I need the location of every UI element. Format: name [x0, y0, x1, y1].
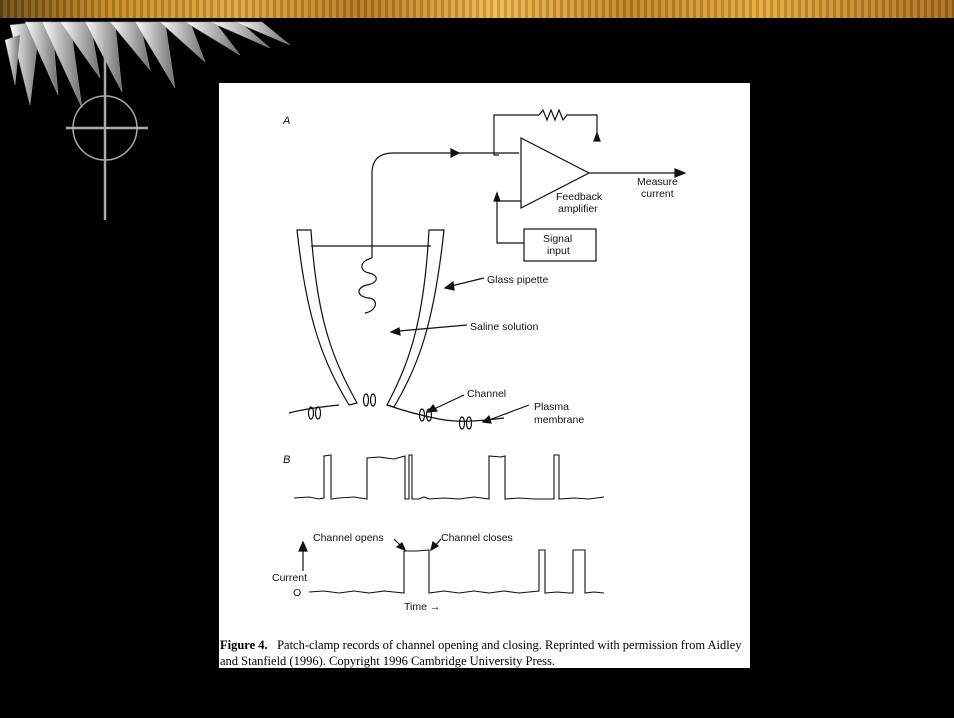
patch-clamp-diagram: A Measure current Feedback amplifier Sig… — [272, 108, 687, 613]
feedback-amplifier-symbol — [520, 137, 591, 209]
channel-label: Channel — [467, 388, 506, 400]
panel-a-letter: A — [282, 115, 290, 127]
current-axis-label: Current — [272, 572, 307, 584]
signal-input-label-line1: Signal — [543, 233, 572, 245]
spiky-leaf-decoration — [4, 21, 291, 220]
figure-panel: A Measure current Feedback amplifier Sig… — [219, 83, 750, 668]
top-decorative-bar — [0, 0, 954, 18]
figure-caption-label: Figure 4. — [220, 638, 268, 652]
figure-caption-text: Patch-clamp records of channel opening a… — [220, 638, 742, 668]
signal-input-label-line2: input — [547, 245, 570, 257]
plasma-membrane-label-line1: Plasma — [534, 401, 569, 413]
plasma-membrane-label-line2: membrane — [534, 414, 584, 426]
panel-b-letter: B — [283, 454, 290, 466]
channel-opens-label: Channel opens — [313, 532, 384, 544]
channel-closes-label: Channel closes — [441, 532, 513, 544]
feedback-amplifier-label-line1: Feedback — [556, 191, 603, 203]
feedback-amplifier-label-line2: amplifier — [558, 203, 598, 215]
time-axis-label: Time → — [404, 601, 440, 613]
glass-pipette-label: Glass pipette — [487, 274, 548, 286]
zero-level-label: O — [293, 587, 301, 599]
measure-current-label-line1: Measure — [637, 176, 678, 188]
saline-solution-label: Saline solution — [470, 321, 538, 333]
signal-input-box — [523, 228, 597, 262]
figure-caption: Figure 4. Patch-clamp records of channel… — [220, 637, 745, 669]
crosshair-icon — [66, 40, 148, 220]
measure-current-label-line2: current — [641, 188, 674, 200]
